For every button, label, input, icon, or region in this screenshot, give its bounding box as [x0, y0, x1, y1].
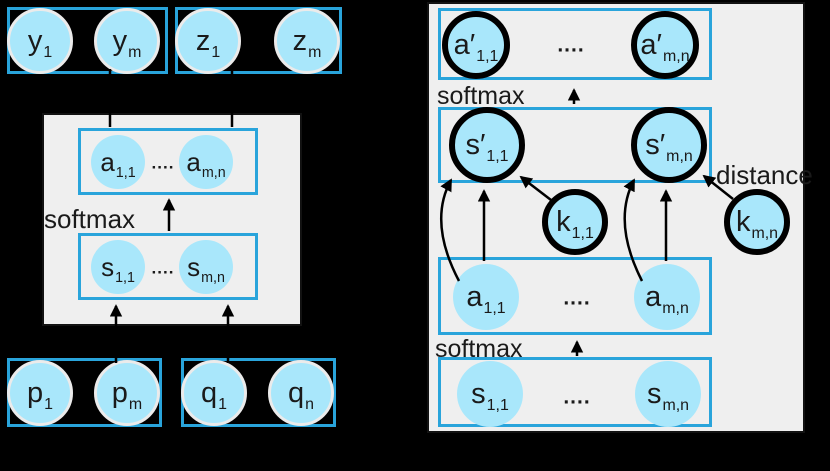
left-a-row-box [78, 128, 258, 195]
node-right-smn-label: sm,n [646, 377, 690, 414]
node-pm-label: pm [111, 376, 143, 413]
node-right-amn-label: am,n [645, 280, 689, 317]
node-ym: ym [94, 8, 160, 74]
right-s-row-box [438, 357, 712, 427]
right-softmax-bottom-label: softmax [435, 335, 523, 363]
node-right-smn: sm,n [635, 361, 701, 427]
node-kmn-label: km,n [735, 205, 779, 242]
node-p1: p1 [7, 360, 73, 426]
node-qn: qn [268, 360, 334, 426]
node-pm: pm [94, 360, 160, 426]
node-a-prime-11: a′1,1 [442, 11, 510, 79]
node-y1: y1 [7, 8, 73, 74]
left-attention-panel [42, 113, 302, 326]
left-s-row-box [78, 233, 258, 300]
node-right-s11: s1,1 [457, 361, 523, 427]
right-a-prime-row-box [438, 8, 712, 80]
node-kmn: km,n [724, 189, 790, 255]
node-qn-label: qn [287, 376, 314, 413]
node-a-prime-mn: a′m,n [631, 11, 699, 79]
node-left-a11: a1,1 [91, 135, 145, 189]
node-right-amn: am,n [634, 264, 700, 330]
node-right-s11-label: s1,1 [471, 377, 509, 414]
node-a-prime-11-label: a′1,1 [453, 28, 499, 65]
node-y1-label: y1 [27, 24, 53, 61]
node-s-prime-mn-label: s′m,n [645, 128, 693, 165]
right-a-row-dots: .... [563, 286, 591, 310]
node-s-prime-11: s′1,1 [449, 107, 525, 183]
node-left-amn-label: am,n [186, 147, 226, 182]
node-right-a11: a1,1 [453, 264, 519, 330]
node-ym-label: ym [112, 24, 142, 61]
node-k11-label: k1,1 [556, 205, 594, 242]
node-s-prime-mn: s′m,n [631, 107, 707, 183]
node-left-smn-label: sm,n [187, 252, 225, 287]
node-q1: q1 [181, 360, 247, 426]
right-softmax-top-label: softmax [437, 82, 525, 110]
left-s-row-dots: .... [151, 258, 175, 278]
right-a-prime-row-dots: .... [557, 33, 585, 57]
node-left-s11-label: s1,1 [101, 252, 135, 287]
node-zm-label: zm [292, 24, 322, 61]
left-softmax-label: softmax [44, 204, 136, 234]
distance-label: distance [716, 160, 813, 190]
node-left-amn: am,n [179, 135, 233, 189]
node-right-a11-label: a1,1 [466, 280, 506, 317]
node-k11: k1,1 [542, 189, 608, 255]
node-q1-label: q1 [200, 376, 227, 413]
node-a-prime-mn-label: a′m,n [640, 28, 690, 65]
node-left-a11-label: a1,1 [100, 147, 136, 182]
right-s-prime-row-box [438, 107, 712, 183]
node-z1: z1 [175, 8, 241, 74]
right-s-row-dots: .... [563, 385, 591, 409]
node-s-prime-11-label: s′1,1 [465, 128, 509, 165]
left-a-row-dots: .... [151, 153, 175, 173]
node-left-smn: sm,n [179, 240, 233, 294]
node-zm: zm [274, 8, 340, 74]
node-z1-label: z1 [195, 24, 221, 61]
right-a-row-box [438, 257, 712, 335]
node-p1-label: p1 [26, 376, 53, 413]
node-left-s11: s1,1 [91, 240, 145, 294]
